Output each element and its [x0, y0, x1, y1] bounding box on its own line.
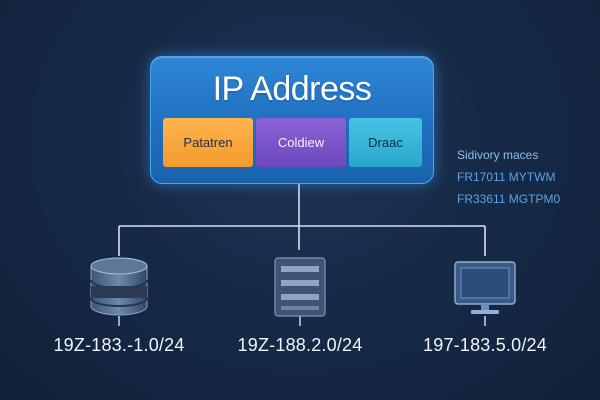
node-address-left: 19Z-183.-1.0/24	[53, 335, 185, 355]
tag-box-orange: Patatren	[163, 118, 253, 167]
side-notes: Sidivory maces FR17011 MYTWM FR33611 MGT…	[457, 144, 597, 210]
node-address-right: 197-183.5.0/24	[423, 335, 547, 355]
note-line: Sidivory maces	[457, 148, 539, 162]
database-icon	[90, 257, 148, 316]
tag-box-cyan: Draac	[349, 118, 422, 167]
note-line: FR17011 MYTWM	[457, 170, 556, 184]
tag-box-purple: Coldiew	[256, 118, 346, 167]
note-line: FR33611 MGTPM0	[457, 192, 561, 206]
server-icon	[274, 257, 326, 317]
monitor-icon	[454, 261, 516, 314]
node-address-middle: 19Z-188.2.0/24	[237, 335, 363, 355]
ip-address-box: IP Address Patatren Coldiew Draac	[150, 56, 434, 184]
main-title: IP Address	[212, 70, 372, 108]
